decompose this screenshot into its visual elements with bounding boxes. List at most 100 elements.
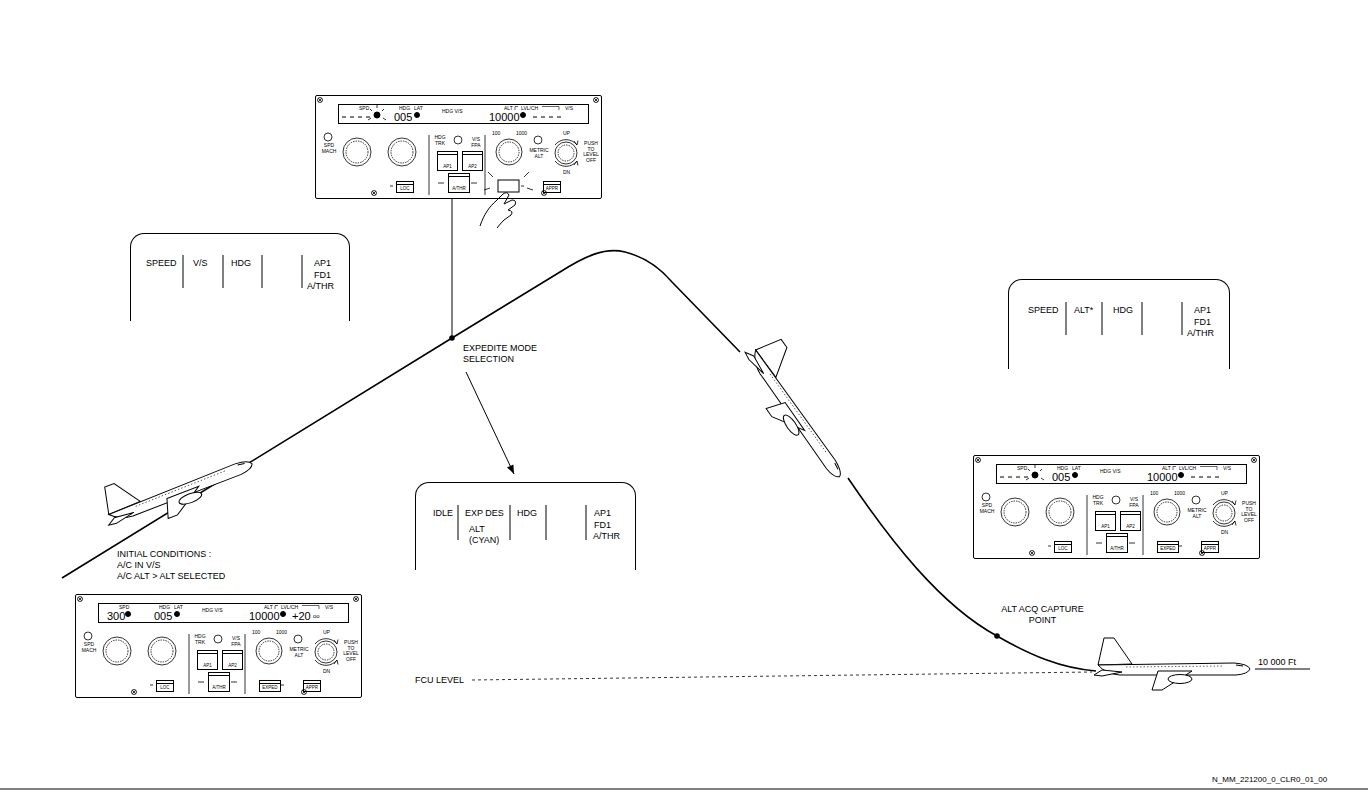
fcu-button: A/THR <box>448 173 470 193</box>
fcu-text: 1000 <box>276 630 287 636</box>
fcu-panel: SPD MACHHDG TRKV/S FPA1001000METRIC ALTU… <box>315 95 602 199</box>
fma-mode: FD1 <box>1194 318 1211 328</box>
fcu-display: SPDHDGLATHDG V/SALTLVL/CHV/S00510000 <box>996 464 1247 484</box>
fma-mode: (CYAN) <box>469 536 499 546</box>
button-label: AP2 <box>1121 525 1140 530</box>
button-label: LOC <box>1055 547 1071 552</box>
fcu-text: HDG TRK <box>1091 495 1105 506</box>
fcu-text: DN <box>1221 530 1228 536</box>
fcu-text: SPD <box>1017 466 1027 472</box>
fma-mode: A/THR <box>593 532 620 542</box>
fcu-text: SPD <box>359 106 369 112</box>
fcu-text: 10000 <box>1147 471 1178 483</box>
fma-display: IDLE EXP DES ALT(CYAN) HDG AP1FD1A/THR <box>415 482 636 570</box>
button-label: A/THR <box>209 686 229 691</box>
fcu-text: PUSH TO LEVEL OFF <box>342 640 360 662</box>
fcu-text: LVL/CH <box>1179 466 1196 472</box>
fcu-text: SPD MACH <box>979 503 995 514</box>
fcu-button: LOC <box>396 181 414 193</box>
fcu-text: 005 <box>1052 471 1070 483</box>
fcu-text: HDG <box>399 106 410 112</box>
fcu-text: DN <box>563 170 570 176</box>
fcu-text: LVL/CH <box>281 605 298 611</box>
button-label: LOC <box>397 187 413 192</box>
button-label: AP2 <box>463 165 482 170</box>
button-label: APPR <box>1202 547 1218 552</box>
button-label: AP1 <box>198 664 217 669</box>
fcu-text: UP <box>563 131 570 137</box>
fcu-text: 300 <box>107 610 125 622</box>
fcu-text: HDG <box>1057 466 1068 472</box>
fcu-text: PUSH TO LEVEL OFF <box>1240 501 1258 523</box>
fcu-display: SPDHDGLATHDG V/SALTLVL/CHV/S30000510000+… <box>98 603 349 623</box>
fcu-text: ALT <box>504 106 513 112</box>
fcu-text: 100 <box>252 630 260 636</box>
fma-mode: HDG <box>1113 306 1133 316</box>
fcu-text: DN <box>323 669 330 675</box>
fma-display: SPEED ALT* HDG AP1FD1A/THR <box>1008 279 1230 369</box>
fcu-text: V/S FPA <box>229 636 243 647</box>
fcu-text: UP <box>1221 491 1228 497</box>
button-label: AP1 <box>438 165 457 170</box>
fcu-text: ALT <box>1162 466 1171 472</box>
fcu-text: SPD <box>119 605 129 611</box>
fcu-text: UP <box>323 630 330 636</box>
button-label: EXPED <box>260 686 280 691</box>
fcu-text: HDG <box>159 605 170 611</box>
fcu-text: +20 <box>292 610 311 622</box>
fcu-button: AP1 <box>437 151 458 171</box>
fcu-button: APPR <box>543 181 561 193</box>
fcu-button: A/THR <box>208 672 230 692</box>
note-label: ALT ACQ CAPTURE POINT <box>990 604 1095 627</box>
fma-mode: HDG <box>517 509 537 519</box>
fcu-text: HDG V/S <box>202 608 223 614</box>
fcu-text: 1000 <box>1174 491 1185 497</box>
fcu-text: METRIC ALT <box>528 148 550 159</box>
fcu-text: 005 <box>394 111 412 123</box>
fma-mode: EXP DES <box>465 509 504 519</box>
button-label: AP1 <box>1096 525 1115 530</box>
note-label: INITIAL CONDITIONS : <box>117 549 211 560</box>
fma-mode: A/THR <box>1187 329 1214 339</box>
fcu-text: 1000 <box>516 131 527 137</box>
fcu-text: METRIC ALT <box>288 647 310 658</box>
button-label: EXPED <box>1158 547 1178 552</box>
button-label: LOC <box>157 686 173 691</box>
fcu-button: AP2 <box>222 650 243 670</box>
fma-mode: ALT <box>469 525 485 535</box>
fcu-button: EXPED <box>1157 541 1179 553</box>
fcu-text: LAT <box>414 106 423 112</box>
fcu-button: APPR <box>1201 541 1219 553</box>
fma-mode: HDG <box>231 259 251 269</box>
fcu-text: SPD MACH <box>81 642 97 653</box>
note-label: A/C IN V/S <box>117 560 161 571</box>
figure-reference: N_MM_221200_0_CLR0_01_00 <box>1212 775 1327 785</box>
fma-mode: A/THR <box>307 282 334 292</box>
fcu-display: SPDHDGLATHDG V/SALTLVL/CHV/S00510000 <box>338 104 589 124</box>
fcu-text: 10000 <box>489 111 520 123</box>
fma-mode: AP1 <box>594 509 611 519</box>
button-label: A/THR <box>449 187 469 192</box>
fcu-text: HDG V/S <box>1100 469 1121 475</box>
fma-mode: AP1 <box>1194 306 1211 316</box>
fcu-button: AP1 <box>197 650 218 670</box>
fcu-text: 100 <box>1150 491 1158 497</box>
fcu-text: METRIC ALT <box>1186 508 1208 519</box>
button-label: AP2 <box>223 664 242 669</box>
button-label: A/THR <box>1107 547 1127 552</box>
fma-mode: SPEED <box>1028 306 1059 316</box>
note-label: 10 000 Ft <box>1258 657 1296 668</box>
fma-mode: IDLE <box>433 509 453 519</box>
fcu-text: HDG V/S <box>442 109 463 115</box>
fma-mode: V/S <box>193 259 208 269</box>
fcu-text: ALT <box>264 605 273 611</box>
fcu-text: 100 <box>492 131 500 137</box>
note-label: EXPEDITE MODE SELECTION <box>463 343 553 366</box>
note-label: A/C ALT > ALT SELECTED <box>117 571 225 582</box>
fma-mode: SPEED <box>146 259 177 269</box>
fma-mode: ALT* <box>1074 306 1093 316</box>
fma-mode: FD1 <box>594 521 611 531</box>
note-label: FCU LEVEL <box>415 675 464 686</box>
fcu-text: HDG TRK <box>193 634 207 645</box>
